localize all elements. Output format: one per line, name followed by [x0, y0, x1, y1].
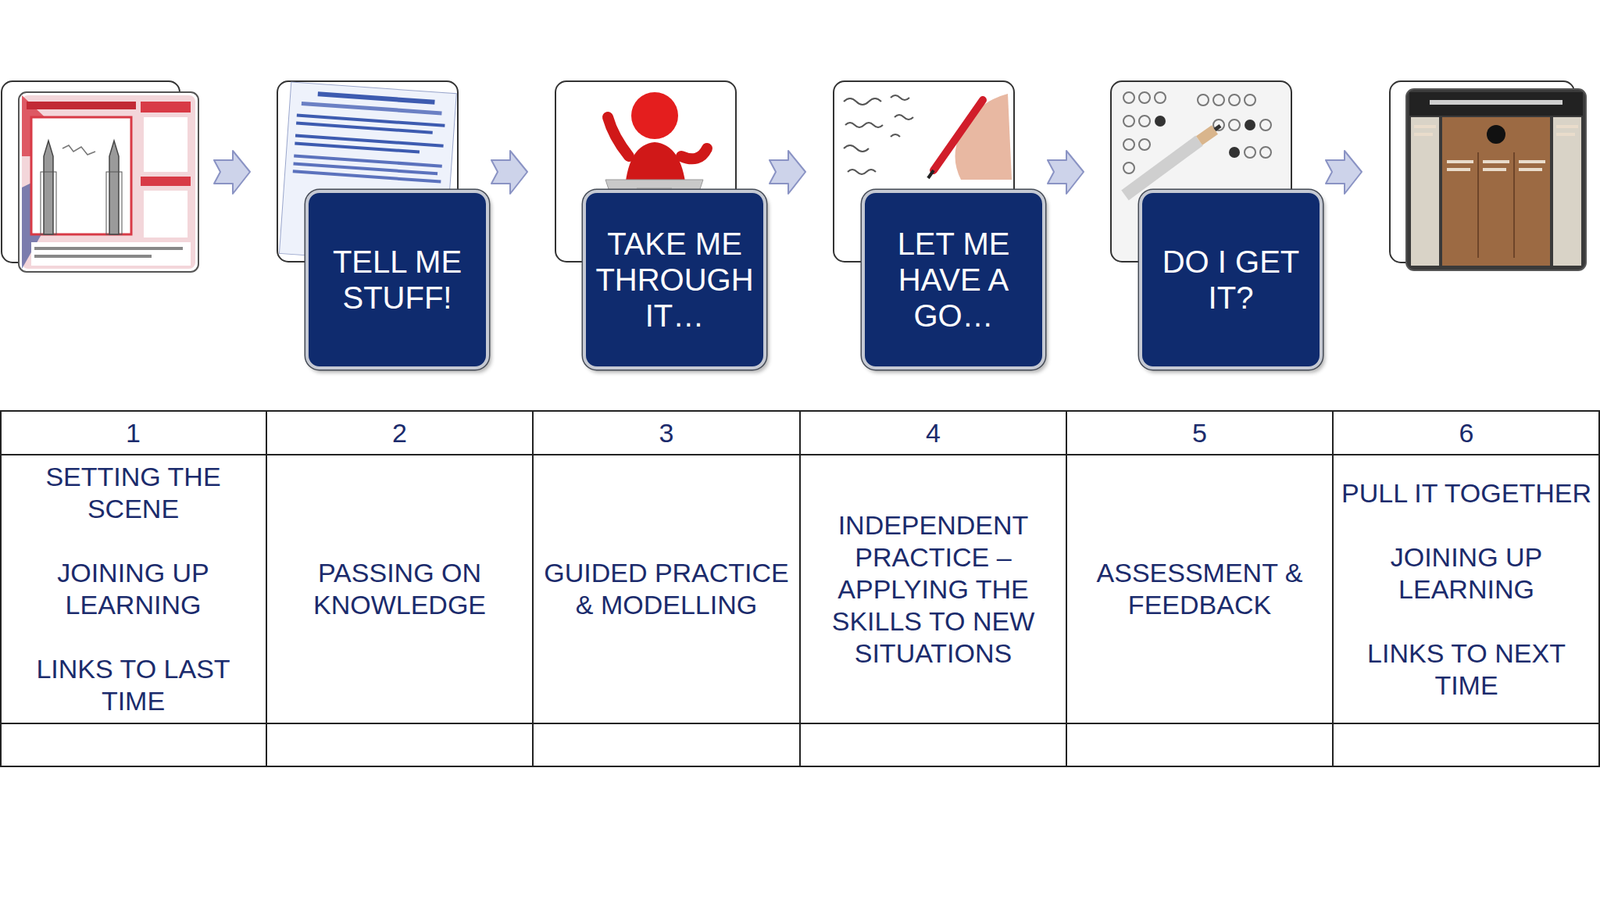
column-number: 2	[271, 417, 529, 450]
column-number: 4	[804, 417, 1062, 450]
stage-description: JOINING UP LEARNING	[1337, 541, 1596, 606]
table-cell: 3	[532, 410, 800, 455]
table-cell: SETTING THE SCENE JOINING UP LEARNING LINK…	[0, 454, 267, 724]
table-cell: 6	[1332, 410, 1600, 455]
thumbnail	[1, 81, 199, 272]
stage-description: SETTING THE SCENE	[4, 460, 262, 525]
stage-description: PASSING ON KNOWLEDGE	[271, 557, 529, 622]
table-cell: PULL IT TOGETHER JOINING UP LEARNING LINKS…	[1332, 454, 1600, 724]
table-cell: 4	[800, 410, 1067, 455]
step-box: TELL ME STUFF!	[305, 189, 490, 370]
stage-description: JOINING UP LEARNING	[4, 557, 262, 622]
step-box: DO I GET IT?	[1139, 189, 1323, 370]
thumbnail	[1389, 81, 1586, 271]
step-title: LET ME HAVE A GO…	[871, 225, 1036, 334]
flow-arrow	[214, 150, 1362, 194]
stage-description: LINKS TO LAST TIME	[4, 653, 262, 718]
column-number: 6	[1337, 417, 1596, 450]
step-box: TAKE ME THROUGH IT…	[582, 189, 767, 370]
table-grid	[0, 410, 1600, 767]
step-title: DO I GET IT?	[1148, 243, 1314, 316]
column-number: 5	[1071, 417, 1329, 450]
stage-description: INDEPENDENT PRACTICE – APPLYING THE SKIL…	[804, 509, 1062, 670]
table-cell: 2	[266, 410, 533, 455]
step-title: TAKE ME THROUGH IT…	[592, 225, 758, 334]
table-cell: PASSING ON KNOWLEDGE	[266, 454, 533, 724]
table-cell: GUIDED PRACTICE & MODELLING	[532, 454, 800, 724]
step-title: TELL ME STUFF!	[314, 243, 480, 316]
stage-description: PULL IT TOGETHER	[1337, 477, 1596, 510]
column-number: 1	[4, 417, 262, 450]
table-cell: INDEPENDENT PRACTICE – APPLYING THE SKIL…	[800, 454, 1067, 724]
stage-description: LINKS TO NEXT TIME	[1337, 637, 1596, 702]
stage-description: ASSESSMENT & FEEDBACK	[1071, 557, 1329, 622]
stage-description: GUIDED PRACTICE & MODELLING	[537, 557, 796, 622]
table-cell: 5	[1066, 410, 1333, 455]
step-box: LET ME HAVE A GO…	[861, 189, 1046, 370]
table-cell: 1	[0, 410, 267, 455]
column-number: 3	[537, 417, 796, 450]
table-cell: ASSESSMENT & FEEDBACK	[1066, 454, 1333, 724]
